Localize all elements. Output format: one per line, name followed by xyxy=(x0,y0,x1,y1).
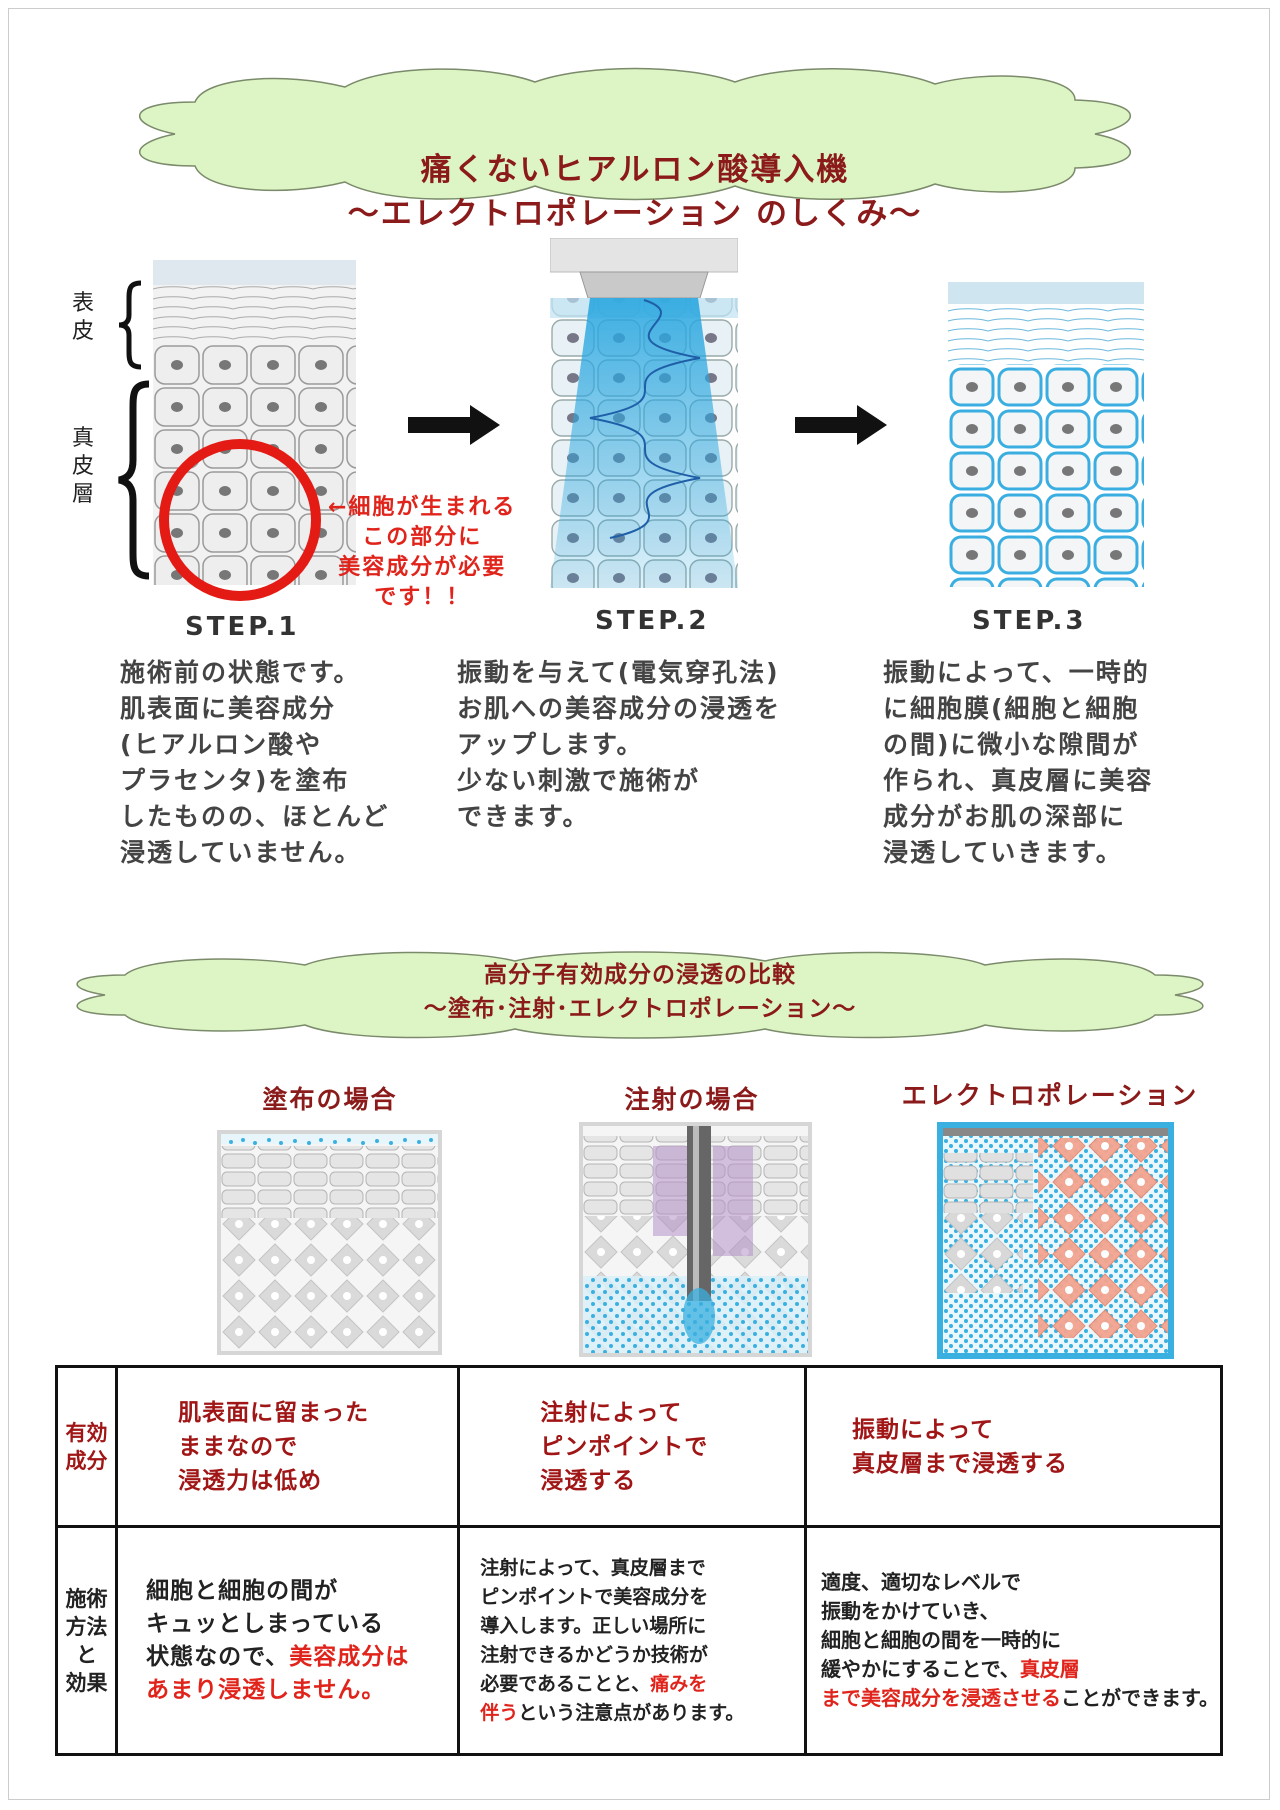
cloud-shape xyxy=(139,67,1131,201)
comparison-title-line1: 高分子有効成分の浸透の比較 xyxy=(484,962,796,988)
injection-skin-image xyxy=(579,1122,812,1357)
row-head-ingredients: 有効 成分 xyxy=(54,1365,119,1528)
page-border xyxy=(8,8,1270,1800)
comparison-title-line2: ～塗布･注射･エレクトロポレーション～ xyxy=(423,996,857,1022)
step3-skin-image xyxy=(948,282,1144,587)
cell-injection-method: 注射によって、真皮層まで ピンポイントで美容成分を 導入します。正しい場所に 注… xyxy=(457,1525,807,1756)
electroporation-skin-image xyxy=(937,1122,1174,1359)
device-illustration xyxy=(550,238,738,588)
dermis-char-3: 層 xyxy=(71,482,94,507)
header-cloud-2: 高分子有効成分の浸透の比較 ～塗布･注射･エレクトロポレーション～ xyxy=(45,945,1235,1045)
main-title-line2: ～エレクトロポレーション のしくみ～ xyxy=(347,196,923,232)
callout-text: ←細胞が生まれる この部分に 美容成分が必要 です！！ xyxy=(328,495,517,610)
cell-text: という注意点があります。 xyxy=(518,1701,745,1724)
method-topical-heading: 塗布の場合 xyxy=(262,1085,398,1114)
method-injection-heading: 注射の場合 xyxy=(624,1085,760,1114)
topical-skin-image xyxy=(217,1130,442,1355)
main-title-line1: 痛くないヒアルロン酸導入機 xyxy=(420,152,850,188)
step1-description: 施術前の状態です。 肌表面に美容成分 (ヒアルロン酸や プラセンタ)を塗布 した… xyxy=(120,658,390,867)
epidermis-label: 表 皮 xyxy=(70,290,96,346)
step2-label: STEP.2 xyxy=(595,606,710,636)
cell-diagram xyxy=(583,1126,808,1353)
cell-topical-ingredients: 肌表面に留まった ままなので 浸透力は低め xyxy=(115,1365,461,1528)
header-cloud-1: 痛くないヒアルロン酸導入機 ～エレクトロポレーション のしくみ～ xyxy=(85,62,1185,232)
cell-text: 注射によって、真皮層まで ピンポイントで美容成分を 導入します。正しい場所に 注… xyxy=(480,1556,709,1695)
target-circle xyxy=(159,439,321,601)
step3-description: 振動によって、一時的 に細胞膜(細胞と細胞 の間)に微小な隙間が 作られ、真皮層… xyxy=(883,658,1154,867)
epidermis-brace xyxy=(118,280,142,370)
epidermis-char-2: 皮 xyxy=(71,319,94,344)
dermis-char-1: 真 xyxy=(71,426,94,451)
row-head-line: 効果 xyxy=(65,1670,108,1695)
step2-description: 振動を与えて(電気穿孔法) お肌への美容成分の浸透を アップします。 少ない刺激… xyxy=(457,658,782,831)
row-head-line: 有効 xyxy=(65,1420,108,1445)
dermis-char-2: 皮 xyxy=(71,454,94,479)
cell-electroporation-ingredients: 振動によって 真皮層まで浸透する xyxy=(804,1365,1223,1528)
cell-text: ことができます。 xyxy=(1061,1686,1219,1710)
skin-illustration xyxy=(948,282,1144,587)
step3-label: STEP.3 xyxy=(972,606,1087,636)
dermis-label: 真 皮 層 xyxy=(70,425,96,509)
arrow-right-icon xyxy=(408,405,500,445)
table-row-ingredients: 有効 成分 肌表面に留まった ままなので 浸透力は低め 注射によって ピンポイン… xyxy=(54,1365,1223,1528)
cell-text-highlight: 痛みを 伴う xyxy=(480,1672,708,1724)
comparison-table: 有効 成分 肌表面に留まった ままなので 浸透力は低め 注射によって ピンポイン… xyxy=(54,1365,1223,1756)
comparison-title: 高分子有効成分の浸透の比較 ～塗布･注射･エレクトロポレーション～ xyxy=(45,958,1235,1026)
cell-text: 細胞と細胞の間が キュッとしまっている 状態なので、 xyxy=(146,1577,385,1670)
cell-electroporation-method: 適度、適切なレベルで 振動をかけていき、 細胞と細胞の間を一時的に 緩やかにする… xyxy=(804,1525,1223,1756)
table-row-method: 施術 方法 と 効果 細胞と細胞の間が キュッとしまっている 状態なので、美容成… xyxy=(54,1525,1223,1756)
main-title: 痛くないヒアルロン酸導入機 ～エレクトロポレーション のしくみ～ xyxy=(85,148,1185,236)
cell-topical-method: 細胞と細胞の間が キュッとしまっている 状態なので、美容成分は あまり浸透しませ… xyxy=(115,1525,461,1756)
method-electroporation-heading: エレクトロポレーション xyxy=(901,1081,1199,1110)
row-head-line: 施術 xyxy=(65,1586,108,1611)
cloud-shape xyxy=(76,951,1204,1039)
cell-injection-ingredients: 注射によって ピンポイントで 浸透する xyxy=(457,1365,807,1528)
cell-text: 適度、適切なレベルで 振動をかけていき、 細胞と細胞の間を一時的に 緩やかにする… xyxy=(821,1570,1061,1681)
epidermis-char-1: 表 xyxy=(71,291,94,316)
row-head-line: 成分 xyxy=(65,1448,108,1473)
cell-text-highlight: 真皮層 まで美容成分を浸透させる xyxy=(821,1657,1080,1710)
row-head-line: と xyxy=(76,1642,98,1667)
step2-skin-image xyxy=(550,238,738,588)
row-head-method: 施術 方法 と 効果 xyxy=(54,1525,119,1756)
step1-label: STEP.1 xyxy=(185,612,300,642)
cell-text-highlight: 美容成分は あまり浸透しません。 xyxy=(146,1643,410,1703)
row-head-line: 方法 xyxy=(65,1614,108,1639)
arrow-right-icon xyxy=(795,405,887,445)
dermis-brace xyxy=(118,380,150,580)
cell-diagram xyxy=(221,1134,438,1351)
cell-diagram xyxy=(943,1128,1168,1353)
